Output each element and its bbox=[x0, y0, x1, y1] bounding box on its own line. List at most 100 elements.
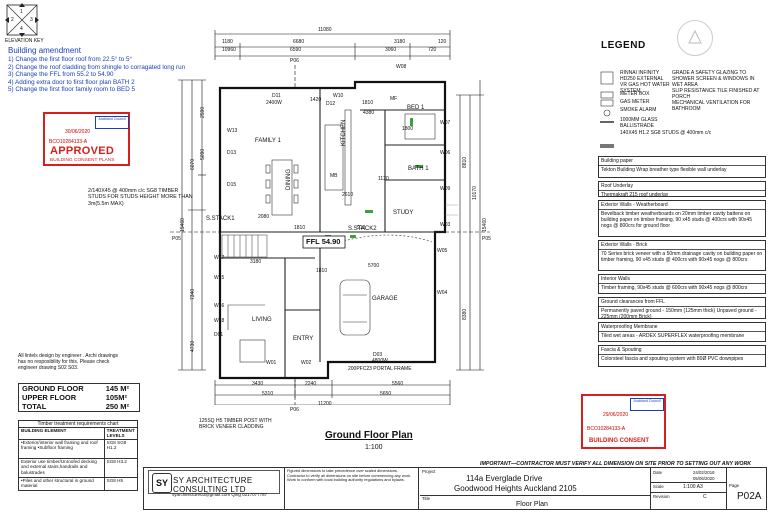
area-label: TOTAL bbox=[22, 402, 47, 411]
dimension: 5090 bbox=[200, 148, 206, 160]
treatment-level: SG8 SG8 H1.2 bbox=[103, 438, 139, 459]
floor-plan-drawing bbox=[170, 30, 490, 405]
dimension: 3180 bbox=[250, 259, 262, 265]
project-label: Project bbox=[422, 469, 436, 474]
stamp-ref: BCO10284133-A bbox=[49, 139, 88, 145]
meta-divider bbox=[651, 482, 726, 483]
legend-box-body: Tekton Building Wrap breather type flexi… bbox=[601, 167, 727, 173]
dimension: 120 bbox=[438, 39, 447, 45]
room-label: S.STACK2 bbox=[348, 226, 377, 232]
area-value: 145 M² bbox=[105, 384, 130, 393]
dimension: 3060 bbox=[385, 47, 397, 53]
window-tag: D01 bbox=[214, 332, 224, 338]
amendment-notes: Building amendment 1) Change the first f… bbox=[8, 46, 185, 94]
firm-logo-mark: SY bbox=[152, 473, 172, 493]
window-tag: W17 bbox=[214, 255, 225, 261]
treatment-row: Exterior use timber/Unroofed decking and… bbox=[18, 457, 139, 478]
legend-box-body: Bevelback timber weatherboards on 20mm t… bbox=[601, 211, 752, 229]
legend-box-body: Timber framing, 90x45 studs @ 600crs wit… bbox=[601, 285, 748, 291]
window-tag: W15 bbox=[214, 275, 225, 281]
elevation-key-number: 1 bbox=[20, 9, 23, 15]
legend-box-title: Fascia & Spouting bbox=[599, 346, 765, 355]
section-marker: P06 bbox=[290, 407, 299, 413]
dimension: 6070 bbox=[190, 158, 196, 170]
date-value: 24/02/2018 bbox=[693, 470, 715, 475]
section-marker: P05 bbox=[172, 236, 181, 242]
room-label: GARAGE bbox=[372, 296, 398, 302]
dimension: W10 bbox=[333, 93, 344, 99]
firm-logo: SY SY ARCHITECTURE CONSULTING LTD bbox=[148, 470, 280, 494]
dimension: 910 bbox=[357, 225, 366, 231]
legend-box-title: Waterproofing Membrane bbox=[599, 323, 765, 332]
window-tag: D11 bbox=[272, 93, 281, 99]
area-label: GROUND FLOOR bbox=[22, 384, 84, 393]
amendment-title: Building amendment bbox=[8, 46, 81, 55]
treatment-element: •Exterior/interior wall framing and roof… bbox=[18, 438, 105, 459]
legend-title: LEGEND bbox=[601, 40, 646, 51]
consent-stamp: Auckland Council 29/06/2020 BCO10284133-… bbox=[581, 394, 666, 449]
room-label: MB bbox=[330, 173, 338, 179]
revision-label: Revision bbox=[653, 494, 670, 499]
dimension: 6590 bbox=[290, 47, 302, 53]
window-tag: W03 bbox=[440, 222, 451, 228]
treatment-level: SG8 H5 bbox=[103, 476, 139, 491]
room-label: BED 1 bbox=[407, 105, 425, 111]
sheet-number: P02A bbox=[737, 491, 762, 502]
area-value: 250 M² bbox=[105, 402, 130, 411]
north-arrow bbox=[677, 20, 713, 56]
treatment-title: Timber treatment requirements chart bbox=[18, 420, 138, 427]
elevation-key: 1 2 3 4 bbox=[5, 3, 39, 37]
room-label: FAMILY 1 bbox=[255, 138, 281, 144]
dimension: 10960 bbox=[222, 47, 236, 53]
stamp-date: 30/06/2020 bbox=[65, 129, 91, 135]
dimension: 1810 bbox=[294, 225, 306, 231]
plan-title: Ground Floor Plan bbox=[325, 430, 413, 441]
window-tag: D03 bbox=[373, 352, 383, 358]
project-address-line1: 114a Everglade Drive bbox=[466, 474, 543, 483]
council-name: Auckland Council bbox=[633, 399, 661, 403]
area-row: GROUND FLOOR 145 M² bbox=[19, 384, 139, 393]
legend-symbol-item: RINNAI INFINITY HD250 EXTERNAL VR GAS HO… bbox=[620, 70, 670, 94]
legend-box-body: Colorsteel fascia and spouting system wi… bbox=[601, 356, 744, 362]
council-name: Auckland Council bbox=[98, 117, 126, 121]
legend-symbol-item: GAS METER bbox=[620, 99, 650, 105]
elevation-key-number: 4 bbox=[20, 26, 23, 32]
title-meta: Date 24/02/2018 05/06/2020 Scale 1:100 A… bbox=[650, 468, 768, 509]
area-value: 105M² bbox=[105, 393, 127, 402]
stud-callout: 2/140X45 @ 400mm c/c SG8 TIMBER STUDS FO… bbox=[88, 188, 193, 207]
legend-box-body: Thermakraft 215 roof underlay bbox=[601, 192, 669, 198]
treatment-header: BUILDING ELEMENT TREATMENT LEVELS bbox=[18, 427, 139, 440]
title-divider bbox=[420, 495, 650, 496]
legend-box-body: Tiled wet areas - ARDEX SUPERFLEX waterp… bbox=[601, 333, 745, 339]
window-tag: D15 bbox=[227, 182, 237, 188]
dimension: 1420 bbox=[310, 97, 322, 103]
dimension: 5650 bbox=[380, 391, 392, 397]
dimension: 2610 bbox=[342, 192, 354, 198]
window-tag: W01 bbox=[266, 360, 277, 366]
room-label: BATH 1 bbox=[408, 166, 429, 172]
dimension: 3430 bbox=[252, 381, 264, 387]
elevation-key-number: 2 bbox=[11, 17, 14, 23]
dimension: 15460 bbox=[482, 218, 488, 232]
dimension: 4800W bbox=[372, 358, 388, 364]
legend-symbol-item: METER BOX bbox=[620, 91, 650, 97]
title-block: SY SY ARCHITECTURE CONSULTING LTD syarch… bbox=[143, 467, 767, 510]
dimension: 2400W bbox=[266, 100, 282, 106]
legend-symbol-item: 140X45 H1.2 SG8 STUDS @ 400mm c/c bbox=[620, 130, 712, 136]
window-tag: W18 bbox=[214, 318, 225, 324]
dimension: 2590 bbox=[200, 106, 206, 118]
council-logo: Auckland Council bbox=[95, 116, 129, 129]
legend-box-title: Building paper bbox=[599, 157, 765, 166]
legend-box-body: 70 Series brick veneer with a 50mm drain… bbox=[601, 251, 763, 263]
project-address-line2: Goodwood Heights Auckland 2105 bbox=[454, 484, 577, 493]
window-tag: W16 bbox=[214, 303, 225, 309]
dimension: 4380 bbox=[363, 110, 375, 116]
legend-symbols-right: GRADE A SAFETY GLAZING TO SHOWER SCREEN … bbox=[672, 70, 766, 112]
firm-contact: syarchitecture03@gmail.com Qing 02170777… bbox=[172, 492, 268, 497]
